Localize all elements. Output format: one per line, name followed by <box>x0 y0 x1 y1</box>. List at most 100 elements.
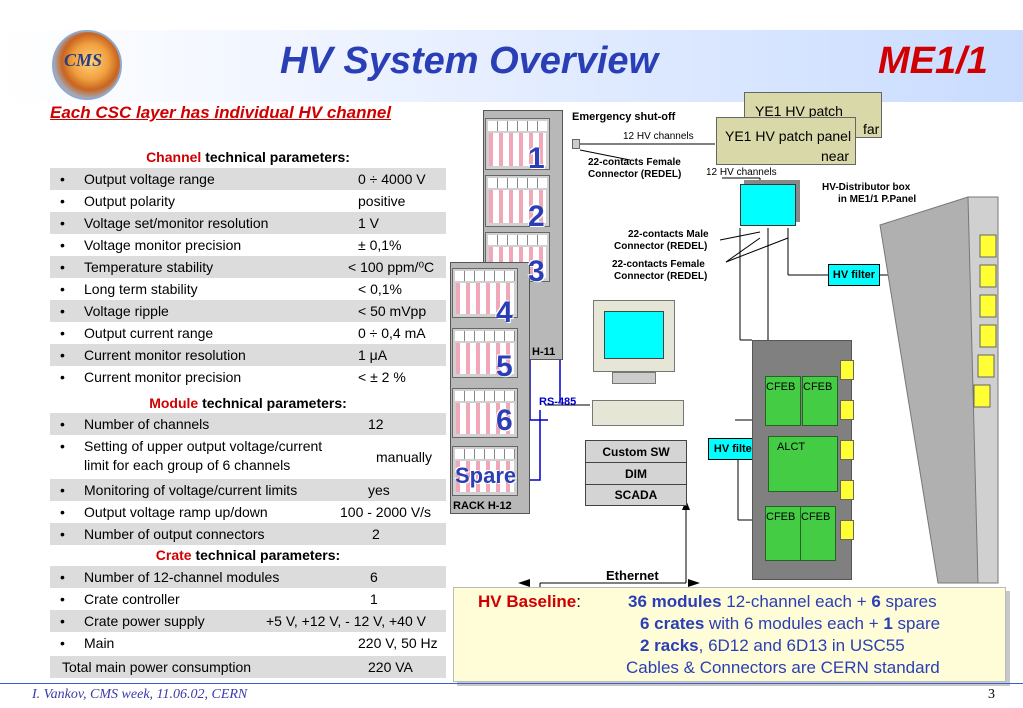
channel-section-heading: Channel technical parameters: <box>50 149 446 165</box>
channel-param-row: •Temperature stability< 100 ppm/⁰C <box>50 256 446 278</box>
crate-param-value: 220 V, 50 Hz <box>358 635 438 651</box>
connector-yellow <box>840 520 854 540</box>
crate-number-4: 4 <box>496 296 513 329</box>
total-power-value: 220 VA <box>368 659 413 675</box>
chamber-side-view <box>879 196 999 584</box>
male-connector-2: Connector (REDEL) <box>614 241 708 252</box>
connector-yellow <box>840 400 854 420</box>
module-param-label: Output voltage ramp up/down <box>84 504 268 520</box>
page-number: 3 <box>988 687 995 702</box>
monitor-screen <box>604 311 664 359</box>
bullet: • <box>60 369 65 385</box>
bullet: • <box>60 569 65 585</box>
baseline-l1-b2: 6 <box>871 592 881 611</box>
channel-param-row: •Voltage monitor precision± 0,1% <box>50 234 446 256</box>
crate-number-5: 5 <box>496 350 513 383</box>
module-param-value: 100 - 2000 V/s <box>340 504 432 520</box>
channel-param-label: Output voltage range <box>84 171 215 187</box>
channel-param-value: positive <box>358 193 406 209</box>
channel-param-row: •Voltage ripple< 50 mVpp <box>50 300 446 322</box>
module-param-value: 2 <box>372 526 380 542</box>
channel-param-value: ± 0,1% <box>358 237 402 253</box>
cfeb-label: CFEB <box>766 511 796 523</box>
baseline-line-4: Cables & Connectors are CERN standard <box>626 658 940 677</box>
connector-yellow <box>840 480 854 500</box>
female-connector-bottom-2: Connector (REDEL) <box>614 271 708 282</box>
distributor-label-1: HV-Distributor box <box>822 182 911 193</box>
channel-param-label: Current monitor resolution <box>84 347 246 363</box>
baseline-label-text: HV Baseline <box>478 592 577 611</box>
baseline-l3-t1: , 6D12 and 6D13 in USC55 <box>698 636 905 655</box>
connector-yellow <box>840 360 854 380</box>
emergency-label: Emergency shut-off <box>572 111 676 123</box>
bullet: • <box>60 303 65 319</box>
bullet: • <box>60 416 65 432</box>
cfeb-1: CFEB <box>765 376 801 426</box>
emergency-switch <box>572 139 580 149</box>
baseline-colon: : <box>576 592 581 611</box>
baseline-l3-b1: 2 racks <box>640 636 699 655</box>
module-param-label: Setting of upper output voltage/current <box>84 438 323 454</box>
footer-text: I. Vankov, CMS week, 11.06.02, CERN <box>32 687 248 702</box>
cfeb-label: CFEB <box>766 381 796 393</box>
section-black-words: technical parameters: <box>202 395 347 411</box>
module-param-label: Number of channels <box>84 416 210 432</box>
bullet: • <box>60 171 65 187</box>
hv-distributor-box <box>740 184 796 226</box>
section-black-words: technical parameters: <box>195 547 341 563</box>
male-connector-1: 22-contacts Male <box>628 229 709 240</box>
rack-h11-label: H-11 <box>532 346 556 358</box>
cms-logo: CMS <box>52 30 122 100</box>
crate-4 <box>452 268 518 318</box>
channel-param-label: Voltage set/monitor resolution <box>84 215 269 231</box>
monitor-stand <box>612 372 656 384</box>
hv-filter-left: HV filter <box>708 438 762 460</box>
crate-param-label: Crate power supply <box>84 613 205 629</box>
cfeb-3: CFEB <box>765 506 801 561</box>
crate-param-value: +5 V, +12 V, - 12 V, +40 V <box>266 613 426 629</box>
channel-param-row: • Output voltage range 0 ÷ 4000 V <box>50 168 446 190</box>
section-red-word: Crate <box>155 547 192 563</box>
channel-param-label: Current monitor precision <box>84 369 242 385</box>
subtitle: Each CSC layer has individual HV channel <box>50 103 392 122</box>
crate-number-6: 6 <box>496 404 513 437</box>
module-param-row: • Number of channels 12 <box>50 413 446 435</box>
cfeb-label: CFEB <box>801 511 831 523</box>
section-red-word: Module <box>149 395 199 411</box>
rack-h12-label: RACK H-12 <box>453 500 512 512</box>
module-param-label: Number of output connectors <box>84 526 265 542</box>
module-param-value: 12 <box>368 416 384 432</box>
bullet: • <box>60 347 65 363</box>
crate-number-2: 2 <box>528 200 545 233</box>
cms-logo-text: CMS <box>64 50 103 70</box>
bullet: • <box>60 613 65 629</box>
patch-far-line2: far <box>863 121 880 137</box>
header-band <box>0 30 1023 102</box>
rs485-label: RS-485 <box>539 396 577 408</box>
distributor-label-2: in ME1/1 P.Panel <box>838 194 917 205</box>
cfeb-label: CFEB <box>803 381 833 393</box>
ethernet-label: Ethernet <box>606 568 659 583</box>
bullet: • <box>60 482 65 498</box>
cfeb-2: CFEB <box>802 376 838 426</box>
baseline-line-1: 36 modules 12-channel each + 6 spares <box>628 592 937 612</box>
channel-param-value: < 0,1% <box>358 281 402 297</box>
computer-monitor <box>593 300 675 372</box>
channel-param-value: 0 ÷ 4000 V <box>358 171 426 187</box>
female-connector-bottom-1: 22-contacts Female <box>612 259 705 270</box>
baseline-l1-t1: 12-channel each + <box>721 592 872 611</box>
channel-param-label: Output current range <box>84 325 214 341</box>
scada-layer: SCADA <box>614 488 658 502</box>
cfeb-4: CFEB <box>800 506 836 561</box>
female-connector-top-1: 22-contacts Female <box>588 157 681 168</box>
